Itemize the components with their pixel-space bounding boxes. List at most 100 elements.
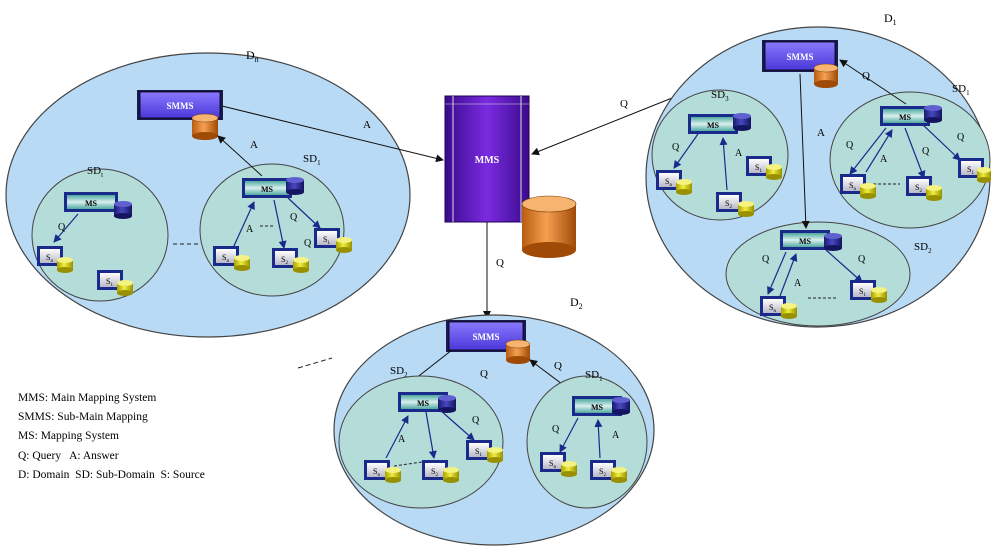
ms-label: MS — [417, 399, 430, 408]
db-cylinder — [191, 113, 219, 140]
source-box: Sn — [37, 246, 73, 273]
query-label: Q — [762, 254, 770, 265]
ms-box: MS — [880, 105, 942, 126]
subdomain-sd1: SD1 MS A Q Q Sn — [199, 153, 352, 297]
source-box: S2 — [590, 460, 627, 483]
svg-text:S2: S2 — [915, 183, 922, 194]
svg-text:S2: S2 — [599, 467, 606, 478]
answer-label: A — [817, 127, 825, 139]
answer-label: A — [363, 119, 371, 131]
subdomain-label: SD1 — [952, 83, 970, 97]
ms-label: MS — [899, 113, 912, 122]
svg-text:Sn: Sn — [222, 253, 229, 264]
mms-db-cylinder — [521, 195, 577, 258]
query-label: Q — [496, 257, 504, 269]
subdomain-label: SD1 — [303, 153, 321, 167]
domain-d2-label: D2 — [570, 295, 583, 311]
source-box: Sn — [540, 452, 577, 477]
svg-text:S2: S2 — [431, 467, 438, 478]
svg-text:S2: S2 — [725, 199, 732, 210]
query-label: Q — [846, 140, 854, 151]
ms-box: MS — [398, 392, 456, 413]
ms-box: MS — [572, 396, 630, 416]
legend-item: Q: Query A: Answer — [18, 449, 119, 462]
query-label: Q — [472, 415, 480, 426]
domain-d1-label: D1 — [884, 11, 897, 27]
source-box: S1 — [97, 270, 133, 296]
query-label: Q — [552, 424, 560, 435]
svg-text:S1: S1 — [475, 447, 482, 458]
source-box: Sn — [656, 170, 692, 195]
subdomain-label: SDt — [87, 165, 103, 179]
answer-label: A — [246, 224, 254, 235]
subdomain-sd3: SD3 MS Q A Sn — [651, 89, 789, 221]
subdomain-sd1: SD1 MS Q A Q Q Sn — [829, 83, 991, 229]
query-label: Q — [922, 146, 930, 157]
query-label: Q — [480, 368, 488, 380]
ms-label: MS — [591, 403, 604, 412]
source-box: S2 — [906, 176, 942, 201]
subdomain-sdt: SDt MS Q Sn S1 — [31, 165, 169, 302]
svg-text:S1: S1 — [859, 287, 866, 298]
svg-text:S1: S1 — [755, 163, 762, 174]
svg-text:S1: S1 — [323, 235, 330, 246]
answer-label: A — [880, 154, 888, 165]
subdomain-sd1: SD1 MS Q A Sn — [526, 369, 648, 509]
legend-item: SMMS: Sub-Main Mapping — [18, 411, 148, 424]
query-label: Q — [858, 254, 866, 265]
smms-label: SMMS — [167, 101, 194, 111]
svg-text:S1: S1 — [967, 165, 974, 176]
legend: MMS: Main Mapping System SMMS: Sub-Main … — [18, 389, 205, 485]
subdomain-sd2: SD2 MS A Q Sn — [338, 365, 504, 509]
legend-item: MS: Mapping System — [18, 430, 119, 443]
ms-box: MS — [688, 113, 751, 134]
ms-label: MS — [85, 199, 98, 208]
svg-text:S1: S1 — [106, 277, 113, 288]
source-box: S1 — [466, 440, 503, 463]
domain-dn: Dn SMMS SDt MS Q — [5, 48, 411, 338]
smms-label: SMMS — [787, 52, 814, 62]
query-label: Q — [554, 360, 562, 372]
source-box: Sn — [760, 296, 797, 319]
domain-d2: D2 SMMS Q Q SD2 MS — [333, 295, 655, 546]
source-box: S2 — [716, 192, 754, 217]
query-label: Q — [304, 238, 312, 249]
svg-text:Sn: Sn — [373, 467, 380, 478]
query-label: Q — [290, 212, 298, 223]
subdomain-label: SD3 — [711, 89, 729, 103]
dashed-separator — [297, 357, 333, 369]
mms-label: MMS — [475, 155, 500, 166]
source-box: Sn — [840, 174, 876, 199]
source-box: S2 — [272, 248, 309, 273]
source-box: S1 — [746, 156, 782, 180]
query-label: Q — [957, 132, 965, 143]
answer-label: A — [398, 434, 406, 445]
ms-label: MS — [799, 237, 812, 246]
smms-label: SMMS — [473, 332, 500, 342]
svg-text:Sn: Sn — [46, 253, 53, 264]
query-label: Q — [672, 142, 680, 153]
ms-label: MS — [707, 121, 720, 130]
source-box: Sn — [364, 460, 401, 483]
ms-box: MS — [242, 177, 304, 198]
svg-text:Sn: Sn — [549, 459, 556, 470]
answer-label: A — [735, 148, 743, 159]
source-box: S1 — [850, 280, 887, 303]
db-cylinder — [505, 339, 531, 364]
svg-text:Sn: Sn — [665, 177, 672, 188]
source-box: S1 — [314, 228, 352, 253]
svg-text:Sn: Sn — [849, 181, 856, 192]
db-cylinder — [813, 63, 839, 88]
query-label: Q — [58, 222, 66, 233]
svg-text:Sn: Sn — [769, 303, 776, 314]
subdomain-label: SD1 — [585, 369, 603, 383]
domain-dn-label: Dn — [246, 48, 259, 64]
mms-box: MMS — [444, 95, 530, 223]
answer-label: A — [794, 278, 802, 289]
subdomain-label: SD2 — [914, 241, 932, 255]
source-box: S2 — [422, 460, 459, 483]
subdomain-label: SD2 — [390, 365, 408, 379]
ms-box: MS — [64, 192, 132, 219]
source-box: S1 — [958, 158, 991, 183]
